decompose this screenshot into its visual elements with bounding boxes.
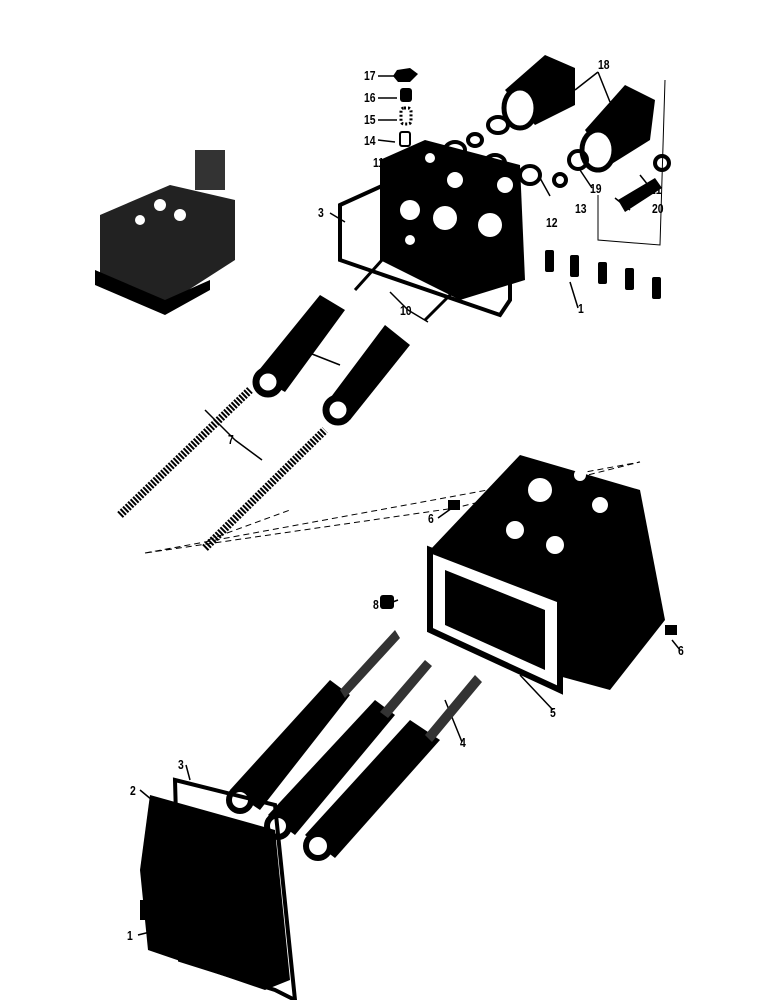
callout-15: 15 bbox=[364, 112, 376, 127]
callout-21: 21 bbox=[650, 182, 662, 197]
plug-8 bbox=[380, 595, 394, 609]
callout-20: 20 bbox=[652, 201, 664, 216]
callout-14: 14 bbox=[364, 133, 376, 148]
callout-8: 8 bbox=[373, 597, 379, 612]
port-fittings bbox=[501, 55, 655, 173]
callout-9: 9 bbox=[301, 347, 307, 362]
callout-13: 13 bbox=[575, 201, 587, 216]
callout-7: 7 bbox=[228, 432, 234, 447]
valve-body bbox=[427, 455, 665, 695]
callout-6: 6 bbox=[678, 643, 684, 658]
callout-17: 17 bbox=[364, 68, 376, 83]
pins bbox=[353, 238, 472, 322]
callout-3: 3 bbox=[178, 757, 184, 772]
plug-6a bbox=[448, 500, 460, 510]
assembly-inset bbox=[95, 150, 235, 315]
cover-bolts bbox=[545, 250, 661, 299]
plug-6b bbox=[665, 625, 677, 635]
callout-6: 6 bbox=[428, 511, 434, 526]
callout-3: 3 bbox=[318, 205, 324, 220]
callout-10: 10 bbox=[400, 303, 412, 318]
callout-19: 19 bbox=[590, 181, 602, 196]
plug-20 bbox=[618, 178, 662, 212]
callout-2: 2 bbox=[130, 783, 136, 798]
end-cover-bolts bbox=[140, 900, 240, 968]
callout-18: 18 bbox=[598, 57, 610, 72]
sleeves bbox=[252, 295, 410, 426]
callout-16: 16 bbox=[364, 90, 376, 105]
end-cover bbox=[140, 777, 298, 1000]
callout-12: 12 bbox=[546, 215, 558, 230]
callout-1: 1 bbox=[127, 928, 133, 943]
callout-11: 11 bbox=[373, 155, 384, 170]
callout-5: 5 bbox=[550, 705, 556, 720]
o-rings bbox=[443, 115, 671, 188]
springs bbox=[117, 387, 328, 551]
callout-4: 4 bbox=[460, 735, 466, 750]
valve-cover bbox=[338, 140, 525, 318]
callout-1: 1 bbox=[578, 301, 584, 316]
spools bbox=[226, 630, 482, 861]
relief-valve-parts bbox=[393, 68, 418, 147]
